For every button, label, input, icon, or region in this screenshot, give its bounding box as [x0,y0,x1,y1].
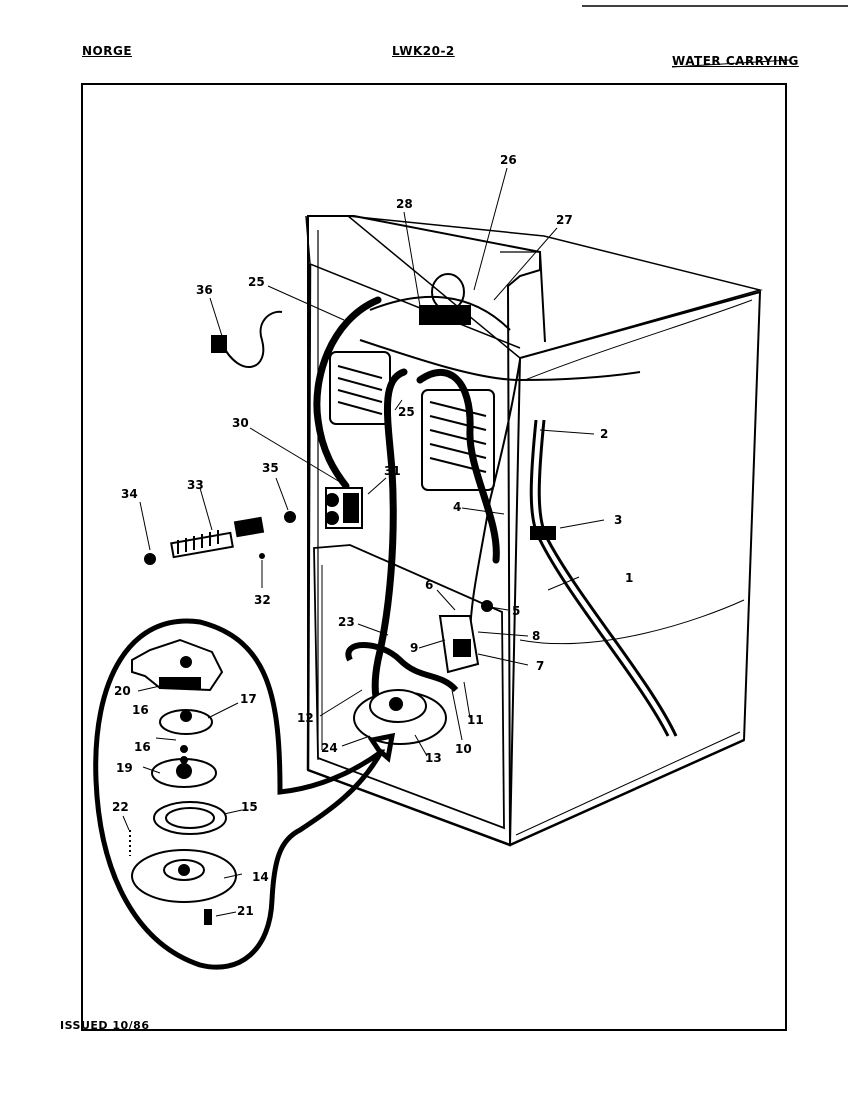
callout-7: 7 [536,659,544,673]
callout-28: 28 [396,197,413,211]
callout-9: 9 [410,641,418,655]
callout-4: 4 [453,500,461,514]
callout-36: 36 [196,283,213,297]
pump-bracket [438,600,493,674]
drain-hose [529,419,678,737]
callout-3: 3 [614,513,622,527]
callout-8: 8 [532,629,540,643]
pump-parts-exploded [129,638,237,925]
fill-hoses [313,296,500,724]
callout-32: 32 [254,593,271,607]
callout-12: 12 [297,711,314,725]
section-underline [671,59,791,68]
diagram-frame [81,83,787,1031]
callout-14: 14 [252,870,269,884]
issued-date: ISSUED 10/86 [60,1019,150,1032]
callout-19: 19 [116,761,133,775]
callout-24: 24 [321,741,338,755]
callout-16-upper: 16 [132,703,149,717]
access-panel [313,544,505,830]
control-component [419,273,471,325]
callout-6: 6 [425,578,433,592]
callout-26: 26 [500,153,517,167]
callout-labels: 1 2 3 4 5 6 7 8 9 10 11 12 13 14 15 16 1… [112,153,633,918]
header-section: WATER CARRYING [672,54,799,68]
callout-11: 11 [467,713,484,727]
callout-22: 22 [112,800,129,814]
callout-31: 31 [384,464,401,478]
callout-25-top: 25 [248,275,265,289]
callout-27: 27 [556,213,573,227]
callout-34: 34 [121,487,138,501]
vent-louvers [329,351,495,491]
pump-assembly [345,642,459,745]
header-model: LWK20-2 [392,44,455,58]
callout-21: 21 [237,904,254,918]
callout-2: 2 [600,427,608,441]
callout-15: 15 [241,800,258,814]
water-valve [325,487,363,529]
callout-1: 1 [625,571,633,585]
callout-5: 5 [512,604,520,618]
exploded-view-bubble [93,618,396,970]
callout-25-mid: 25 [398,405,415,419]
wire-harness [359,295,641,641]
leader-lines [122,167,605,917]
callout-13: 13 [425,751,442,765]
callout-10: 10 [455,742,472,756]
callout-33: 33 [187,478,204,492]
callout-35: 35 [262,461,279,475]
hose-clamp [530,526,556,540]
header-brand: NORGE [82,44,133,58]
callout-23: 23 [338,615,355,629]
callout-17: 17 [240,692,257,706]
callout-30: 30 [232,416,249,430]
callout-20: 20 [114,684,131,698]
power-cord [211,310,283,369]
callout-16-lower: 16 [134,740,151,754]
bolt-assembly [144,511,296,565]
